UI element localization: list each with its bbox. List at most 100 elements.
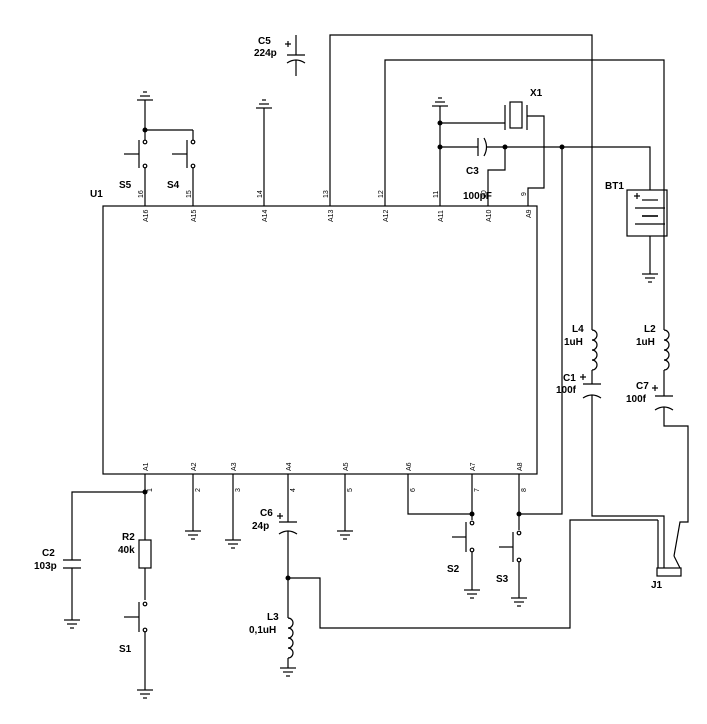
pin-num-11: 11 <box>433 191 440 198</box>
pin-name-a1: A1 <box>143 462 150 471</box>
capacitor-c2 <box>63 559 81 629</box>
inductor-l2 <box>663 329 670 396</box>
pin-num-5: 5 <box>347 488 354 492</box>
pin-num-3: 3 <box>235 488 242 492</box>
crystal-x1 <box>504 101 545 195</box>
pin-name-a13: A13 <box>328 209 335 222</box>
ground-symbol <box>185 485 201 540</box>
pin-num-12: 12 <box>378 190 385 198</box>
s5-ref: S5 <box>119 180 132 191</box>
pin-name-a7: A7 <box>470 462 477 471</box>
l2-value: 1uH <box>636 337 655 348</box>
ic-u1-ref: U1 <box>90 189 103 200</box>
r2-value: 40k <box>118 545 135 556</box>
pin-name-a3: A3 <box>231 462 238 471</box>
inductor-l3 <box>280 617 296 677</box>
inductor-l4 <box>591 329 598 384</box>
c1-ref: C1 <box>563 373 576 384</box>
l3-ref: L3 <box>267 612 279 623</box>
pin-name-a2: A2 <box>191 462 198 471</box>
switch-s2 <box>452 485 480 599</box>
resistor-r2 <box>138 539 152 569</box>
pin-name-a11: A11 <box>438 210 445 222</box>
wire-pin1 <box>71 491 146 600</box>
pin-name-a12: A12 <box>383 209 390 222</box>
c2-ref: C2 <box>42 548 55 559</box>
pin-name-a10: A10 <box>486 209 493 222</box>
junction-dot <box>142 489 148 495</box>
ground-symbol <box>337 485 353 540</box>
ic-bottom-pin-leads <box>144 474 520 492</box>
switch-s5-s4-wiring <box>144 100 194 195</box>
pin-num-13: 13 <box>323 190 330 198</box>
s1-ref: S1 <box>119 644 132 655</box>
pin-num-4: 4 <box>290 488 297 492</box>
capacitor-c5 <box>285 35 306 76</box>
bt1-ref: BT1 <box>605 181 624 192</box>
ground-symbol <box>256 99 272 195</box>
capacitor-c7 <box>652 385 689 557</box>
s2-ref: S2 <box>447 564 460 575</box>
switch-s3 <box>499 485 527 607</box>
wire-pin11 <box>439 106 505 195</box>
c1-value: 100f <box>556 385 577 396</box>
capacitor-c3 <box>477 137 562 195</box>
x1-ref: X1 <box>530 88 543 99</box>
pin-num-16: 16 <box>138 190 145 198</box>
ic-top-pin-leads <box>144 195 529 206</box>
r2-ref: R2 <box>122 532 135 543</box>
pin-name-a16: A16 <box>143 209 150 222</box>
pin-name-a15: A15 <box>191 209 198 222</box>
switch-s5 <box>124 139 148 169</box>
s3-ref: S3 <box>496 574 509 585</box>
junction-dot <box>516 511 522 517</box>
ground-symbol <box>225 485 241 549</box>
pin-name-a4: A4 <box>286 462 293 471</box>
battery-bt1 <box>626 189 668 237</box>
l3-value: 0,1uH <box>249 625 276 636</box>
c3-value: 100pF <box>463 191 492 202</box>
ground-symbol <box>137 91 153 101</box>
l2-ref: L2 <box>644 324 656 335</box>
pin-num-7: 7 <box>474 488 481 492</box>
wire-pin6 <box>407 485 472 515</box>
j1-ref: J1 <box>651 580 663 591</box>
pin-num-6: 6 <box>410 488 417 492</box>
c2-value: 103p <box>34 561 57 572</box>
switch-s1 <box>124 601 153 699</box>
c3-ref: C3 <box>466 166 479 177</box>
pin-num-8: 8 <box>521 488 528 492</box>
ground-symbol <box>642 236 658 283</box>
pin-name-a5: A5 <box>343 462 350 471</box>
junction-dot <box>437 144 443 150</box>
capacitor-c1 <box>580 374 665 547</box>
pin-num-14: 14 <box>257 190 264 198</box>
junction-dot <box>502 144 508 150</box>
pin-num-2: 2 <box>195 488 202 492</box>
c5-value: 224p <box>254 48 277 59</box>
switch-s4 <box>172 139 196 169</box>
c6-ref: C6 <box>260 508 273 519</box>
pin-num-9: 9 <box>521 192 528 196</box>
wire-pin13-to-l4 <box>329 34 593 330</box>
pin-num-1: 1 <box>147 488 154 492</box>
ic-u1-body <box>102 205 538 475</box>
l4-ref: L4 <box>572 324 584 335</box>
pin-name-a6: A6 <box>406 462 413 471</box>
wire-pin12-to-l2 <box>384 59 665 330</box>
pin-num-15: 15 <box>186 190 193 198</box>
junction-dot <box>285 575 291 581</box>
junction-dot <box>437 120 443 126</box>
c5-ref: C5 <box>258 36 271 47</box>
junction-dot <box>142 127 148 133</box>
pin-name-a9: A9 <box>526 209 533 218</box>
c7-value: 100f <box>626 394 647 405</box>
s4-ref: S4 <box>167 180 180 191</box>
pin-num-10: 10 <box>481 190 488 198</box>
ground-symbol <box>432 97 448 107</box>
l4-value: 1uH <box>564 337 583 348</box>
wire-bt1-positive <box>519 146 651 515</box>
c6-value: 24p <box>252 521 269 532</box>
c7-ref: C7 <box>636 381 649 392</box>
